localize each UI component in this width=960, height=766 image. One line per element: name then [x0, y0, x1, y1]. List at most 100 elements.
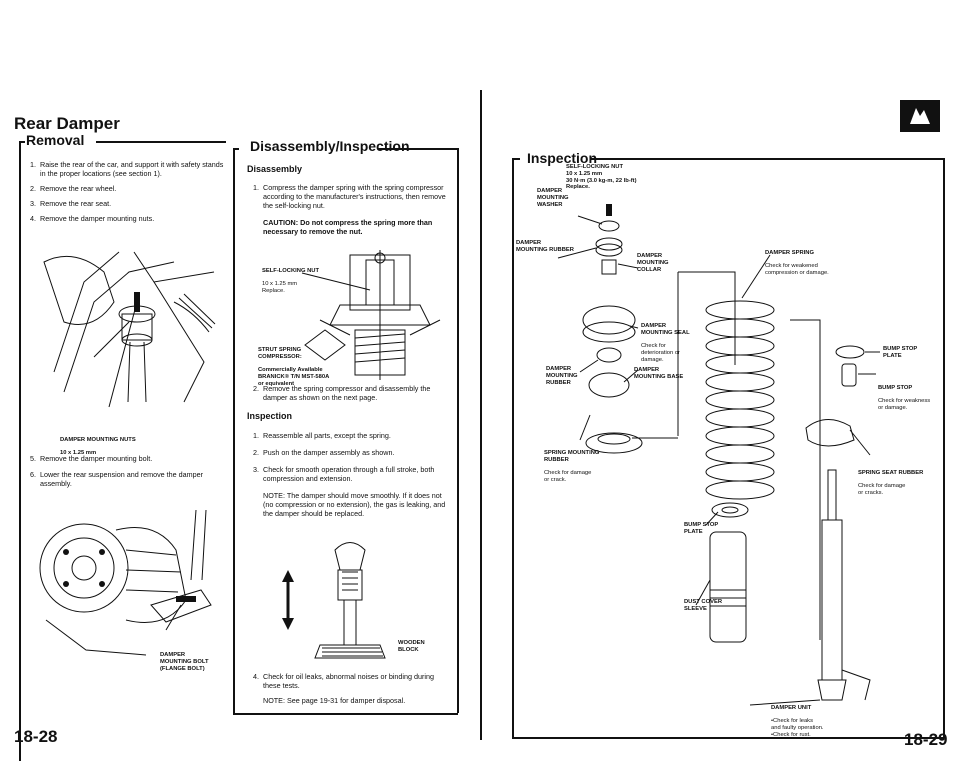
step4-block: 4. Check for oil leaks, abnormal noises o… [247, 672, 449, 705]
damper-mount-illustration [43, 251, 216, 408]
removal-steps-b: 5. Remove the damper mounting bolt. 6. Low… [24, 454, 224, 488]
inspection-subheading: Inspection [247, 411, 293, 421]
wooden-block-label: WOODEN BLOCK [398, 640, 425, 653]
step-text: Push on the damper assembly as shown. [263, 448, 395, 457]
inspection-frame-top-tick [512, 158, 520, 160]
step-text: Raise the rear of the car, and support i… [40, 160, 224, 178]
note-text-2: NOTE: See page 19-31 for damper disposal… [263, 696, 406, 705]
disassembly-frame-top-tick [233, 148, 239, 150]
list-item: 1. Raise the rear of the car, and support… [24, 160, 224, 178]
disassembly-heading-rule [378, 148, 458, 150]
step-text: Reassemble all parts, except the spring. [263, 431, 391, 440]
bump-stop-sub: Check for weakness or damage. [878, 398, 931, 412]
mounting-base-callout: DAMPER MOUNTING BASE [634, 367, 684, 380]
damper-unit-title: DAMPER UNIT [771, 704, 812, 711]
section-badge-icon [900, 100, 940, 132]
nuts-label-text: DAMPER MOUNTING NUTS [60, 436, 136, 443]
bump-stop-plate-low-callout: BUMP STOP PLATE [684, 522, 719, 535]
step-text: Check for oil leaks, abnormal noises or … [263, 672, 434, 690]
step-number: 4. [253, 672, 259, 681]
page-number-right: 18-29 [904, 730, 948, 749]
removal-frame-top-tick [19, 141, 25, 143]
note-text: NOTE: The damper should move smoothly. I… [263, 491, 446, 518]
dust-cover-callout: DUST COVER SLEEVE [684, 599, 723, 612]
list-item: 2. Push on the damper assembly as shown. [247, 448, 449, 457]
step-number: 6. [30, 470, 36, 479]
disassembly-frame-bottom [233, 713, 458, 715]
damper-spring-title: DAMPER SPRING [765, 249, 814, 256]
page-number-left: 18-28 [14, 727, 58, 746]
spring-mounting-rubber-sub: Check for damage or crack. [544, 470, 592, 483]
inspection-frame-left [512, 158, 514, 738]
removal-heading: Removal [26, 132, 85, 148]
step-text: Remove the damper mounting bolt. [40, 454, 153, 463]
step-number: 1. [253, 431, 259, 440]
inspection-frame-bottom [512, 737, 944, 739]
step-number: 5. [30, 454, 36, 463]
self-locking-nut-callout: SELF-LOCKING NUT 10 x 1.25 mm 30 N·m (3.… [566, 164, 637, 191]
spring-compressor-illustration [304, 250, 441, 380]
inspection-heading-rule [590, 158, 943, 160]
step-text: Remove the damper mounting nuts. [40, 214, 155, 223]
step-number: 1. [30, 160, 36, 169]
removal-steps-a: 1. Raise the rear of the car, and support… [24, 160, 224, 223]
mounting-collar-callout: DAMPER MOUNTING COLLAR [637, 253, 669, 273]
page-title: Rear Damper [14, 114, 120, 133]
push-test-illustration [282, 542, 386, 659]
right-page-spine [480, 90, 482, 740]
spring-seat-rubber-title: SPRING SEAT RUBBER [858, 469, 924, 476]
list-item: 2.Remove the spring compressor and disas… [247, 384, 449, 402]
damper-spring-callout: DAMPER SPRING Check for weakened compres… [765, 243, 829, 284]
spring-mounting-rubber-callout: SPRING MOUNTING RUBBER Check for damage … [544, 443, 599, 491]
exploded-view-drawing [557, 204, 880, 706]
list-item: 3. Check for smooth operation through a f… [247, 465, 449, 483]
removal-heading-rule [96, 141, 226, 143]
step-number: 3. [253, 465, 259, 474]
mounting-seal-title: DAMPER MOUNTING SEAL [641, 322, 690, 336]
list-item: 2.Remove the rear wheel. [24, 184, 224, 193]
damper-bolt-illustration [39, 510, 212, 656]
nuts-label: DAMPER MOUNTING NUTS 10 x 1.25 mm [60, 430, 136, 464]
step-number: 2. [253, 448, 259, 457]
step2-block: 2.Remove the spring compressor and disas… [247, 384, 449, 402]
list-item: 4. Check for oil leaks, abnormal noises o… [247, 672, 449, 690]
step-number: 4. [30, 214, 36, 223]
list-item: 6. Lower the rear suspension and remove t… [24, 470, 224, 488]
bolt-label: DAMPER MOUNTING BOLT (FLANGE BOLT) [160, 652, 209, 672]
disassembly-heading: Disassembly [247, 164, 303, 174]
compressor-label: STRUT SPRING COMPRESSOR: Commercially Av… [258, 340, 329, 394]
damper-unit-sub: •Check for leaks and faulty operation. •… [771, 718, 824, 738]
step-text: Check for smooth operation through a ful… [263, 465, 435, 483]
caution-text: CAUTION: Do not compress the spring more… [263, 218, 433, 236]
nut-label-text: SELF-LOCKING NUT [262, 267, 319, 274]
compressor-label-text: STRUT SPRING COMPRESSOR: [258, 346, 302, 360]
spring-seat-rubber-sub: Check for damage or cracks. [858, 483, 906, 497]
spring-seat-rubber-callout: SPRING SEAT RUBBER Check for damage or c… [858, 463, 923, 504]
step-number: 1. [253, 183, 259, 192]
disassembly-block: Disassembly 1. Compress the damper spring… [247, 164, 447, 236]
list-item: 3.Remove the rear seat. [24, 199, 224, 208]
bump-stop-callout: BUMP STOP Check for weakness or damage. [878, 378, 930, 419]
step-number: 2. [253, 384, 259, 393]
mounting-seal-sub: Check for deterioration or damage. [641, 343, 680, 363]
list-item: 1. Reassemble all parts, except the sprin… [247, 431, 449, 440]
inspection-block: Inspection 1. Reassemble all parts, excep… [247, 411, 449, 518]
nuts-spec-text: 10 x 1.25 mm [60, 450, 97, 457]
step-number: 3. [30, 199, 36, 208]
compressor-sub-text: Commercially Available BRANICK® T/N MST-… [258, 367, 330, 387]
inspection-heading: Inspection [527, 150, 598, 166]
nut-leader [301, 272, 371, 291]
step-number: 2. [30, 184, 36, 193]
disassembly-frame-left [233, 148, 235, 713]
list-item: 4. Remove the damper mounting nuts. [24, 214, 224, 223]
mounting-rubber-low-callout: DAMPER MOUNTING RUBBER [546, 366, 578, 386]
damper-unit-callout: DAMPER UNIT •Check for leaks and faulty … [771, 698, 824, 746]
nut-spec-text: 10 x 1.25 mm Replace. [262, 281, 298, 295]
step-text: Compress the damper spring with the spri… [263, 183, 446, 210]
mounting-rubber-top-callout: DAMPER MOUNTING RUBBER [516, 240, 574, 253]
step-text: Lower the rear suspension and remove the… [40, 470, 204, 488]
bump-stop-title: BUMP STOP [878, 384, 913, 391]
disassembly-frame-right [457, 148, 459, 713]
mounting-seal-callout: DAMPER MOUNTING SEAL Check for deteriora… [641, 316, 690, 370]
list-item: 1. Compress the damper spring with the sp… [247, 183, 447, 210]
